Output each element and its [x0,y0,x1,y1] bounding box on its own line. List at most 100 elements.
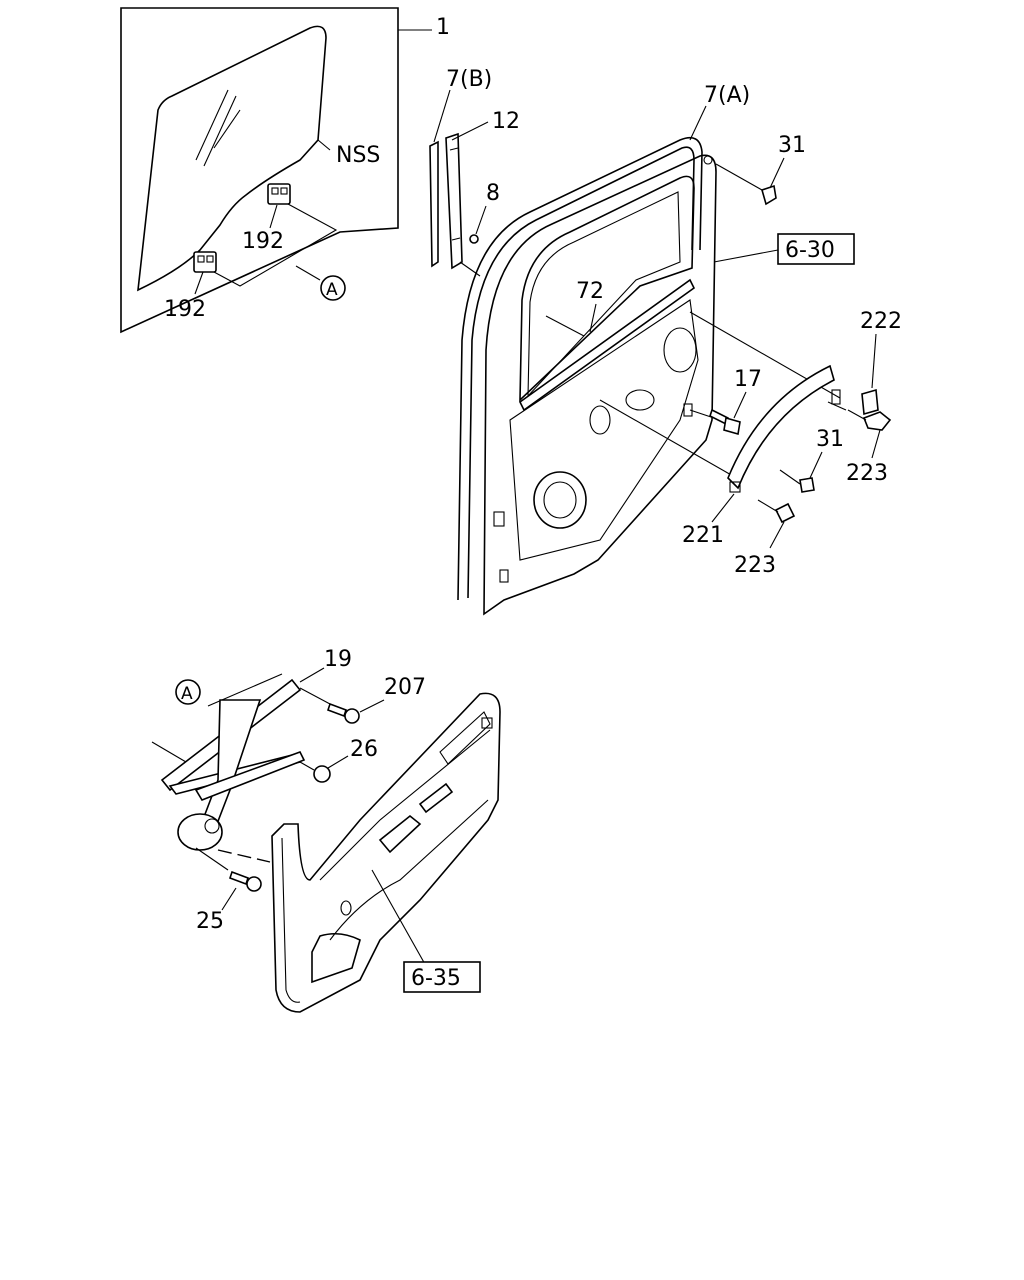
door-frame [457,105,841,616]
leader-line [779,469,801,485]
leader-line [871,333,877,389]
regulator-arm [194,751,306,801]
garnish-tab [831,389,841,405]
screw-223 [862,411,892,431]
leader-line [195,847,229,871]
glass-clip [197,255,205,263]
bolt-207-head [344,708,360,724]
label-part-207: 207 [384,675,426,700]
glass-inset [120,7,399,334]
trim-pocket [418,782,454,814]
label-part-221: 221 [682,523,724,548]
door-weatherstrip [457,136,703,601]
label-part-7a: 7(A) [704,83,750,108]
glass-clip [193,251,217,273]
leader-line [809,451,823,479]
ref-circle-a-top [320,275,346,301]
label-part-17: 17 [734,367,762,392]
trim-clip-slot [481,717,493,729]
door-mount-hole [703,155,713,165]
nut-26 [313,765,331,783]
label-part-31-upper: 31 [778,133,806,158]
glass-clip [280,187,288,195]
label-part-8: 8 [486,181,500,206]
side-fasteners [709,157,892,549]
leader-line [217,849,271,863]
door-slot [493,511,505,527]
label-part-72: 72 [576,279,604,304]
trim-pocket [311,932,361,984]
garnish-tab [729,481,741,493]
glass-glare [203,95,237,167]
leader-line [733,391,747,419]
label-part-19: 19 [324,647,352,672]
label-part-26: 26 [350,737,378,762]
leader-line [359,699,385,713]
label-ref-a-bottom: A [181,684,193,704]
garnish-221 [727,364,835,490]
bolt-207 [326,702,348,718]
label-nss: NSS [336,143,380,168]
trim-armrest [319,729,491,941]
label-part-31-lower: 31 [816,427,844,452]
regulator-motor [177,813,223,851]
inset-frame [120,7,399,334]
clip-31 [799,477,815,493]
run-channel [429,89,489,277]
label-part-25: 25 [196,909,224,934]
leader-line [871,429,881,459]
label-part-7b: 7(B) [446,67,492,92]
run-channel-bracket [449,147,459,151]
leader-line [194,271,204,295]
door-inner-structure [509,299,699,561]
glass-clip [267,183,291,205]
glass-glare [213,109,241,149]
leader-line [545,315,585,337]
run-channel-strip [429,140,439,268]
label-part-192-upper: 192 [242,229,284,254]
leader-line [711,493,735,523]
label-ref-a-top: A [326,280,338,300]
label-part-1: 1 [436,15,450,40]
screw-223 [847,409,867,421]
trim-handle-recess [439,711,491,765]
trim-pocket [378,814,422,854]
clip-31 [761,184,777,206]
leader-line [713,249,779,263]
beltline-moulding [518,278,696,412]
leader-line [475,205,487,235]
screw-223 [757,499,779,513]
screw-223 [774,502,796,524]
leader-line [317,139,331,151]
run-channel-bracket [451,237,461,241]
leader-line [589,303,597,333]
bolt-17 [723,416,741,436]
leader-line [769,521,785,549]
label-part-192-lower: 192 [164,297,206,322]
door-access-hole [625,389,655,411]
trim-hole [340,900,352,916]
leader-line [327,755,349,769]
leader-line [433,89,451,143]
ref-box-6-35 [403,961,481,993]
leader-line [371,869,427,967]
label-ref-6-30: 6-30 [785,238,835,263]
door-window-opening [527,191,681,398]
leader-line [827,401,847,411]
door-access-hole [589,405,611,435]
door-slot [683,403,693,417]
leader-line [715,163,763,191]
pad-222 [861,388,879,416]
door-access-hole [663,327,697,373]
trim-panel-edge [281,837,301,1003]
leader-line [769,157,785,189]
speaker-hole [543,481,577,519]
leader-line [299,667,325,683]
leader-line [599,399,741,481]
leader-line [221,887,237,911]
label-ref-6-35: 6-35 [411,966,461,991]
door-panel [483,154,717,616]
speaker-hole [533,471,587,529]
screw-8 [469,234,479,244]
bolt-25-head [246,876,262,892]
